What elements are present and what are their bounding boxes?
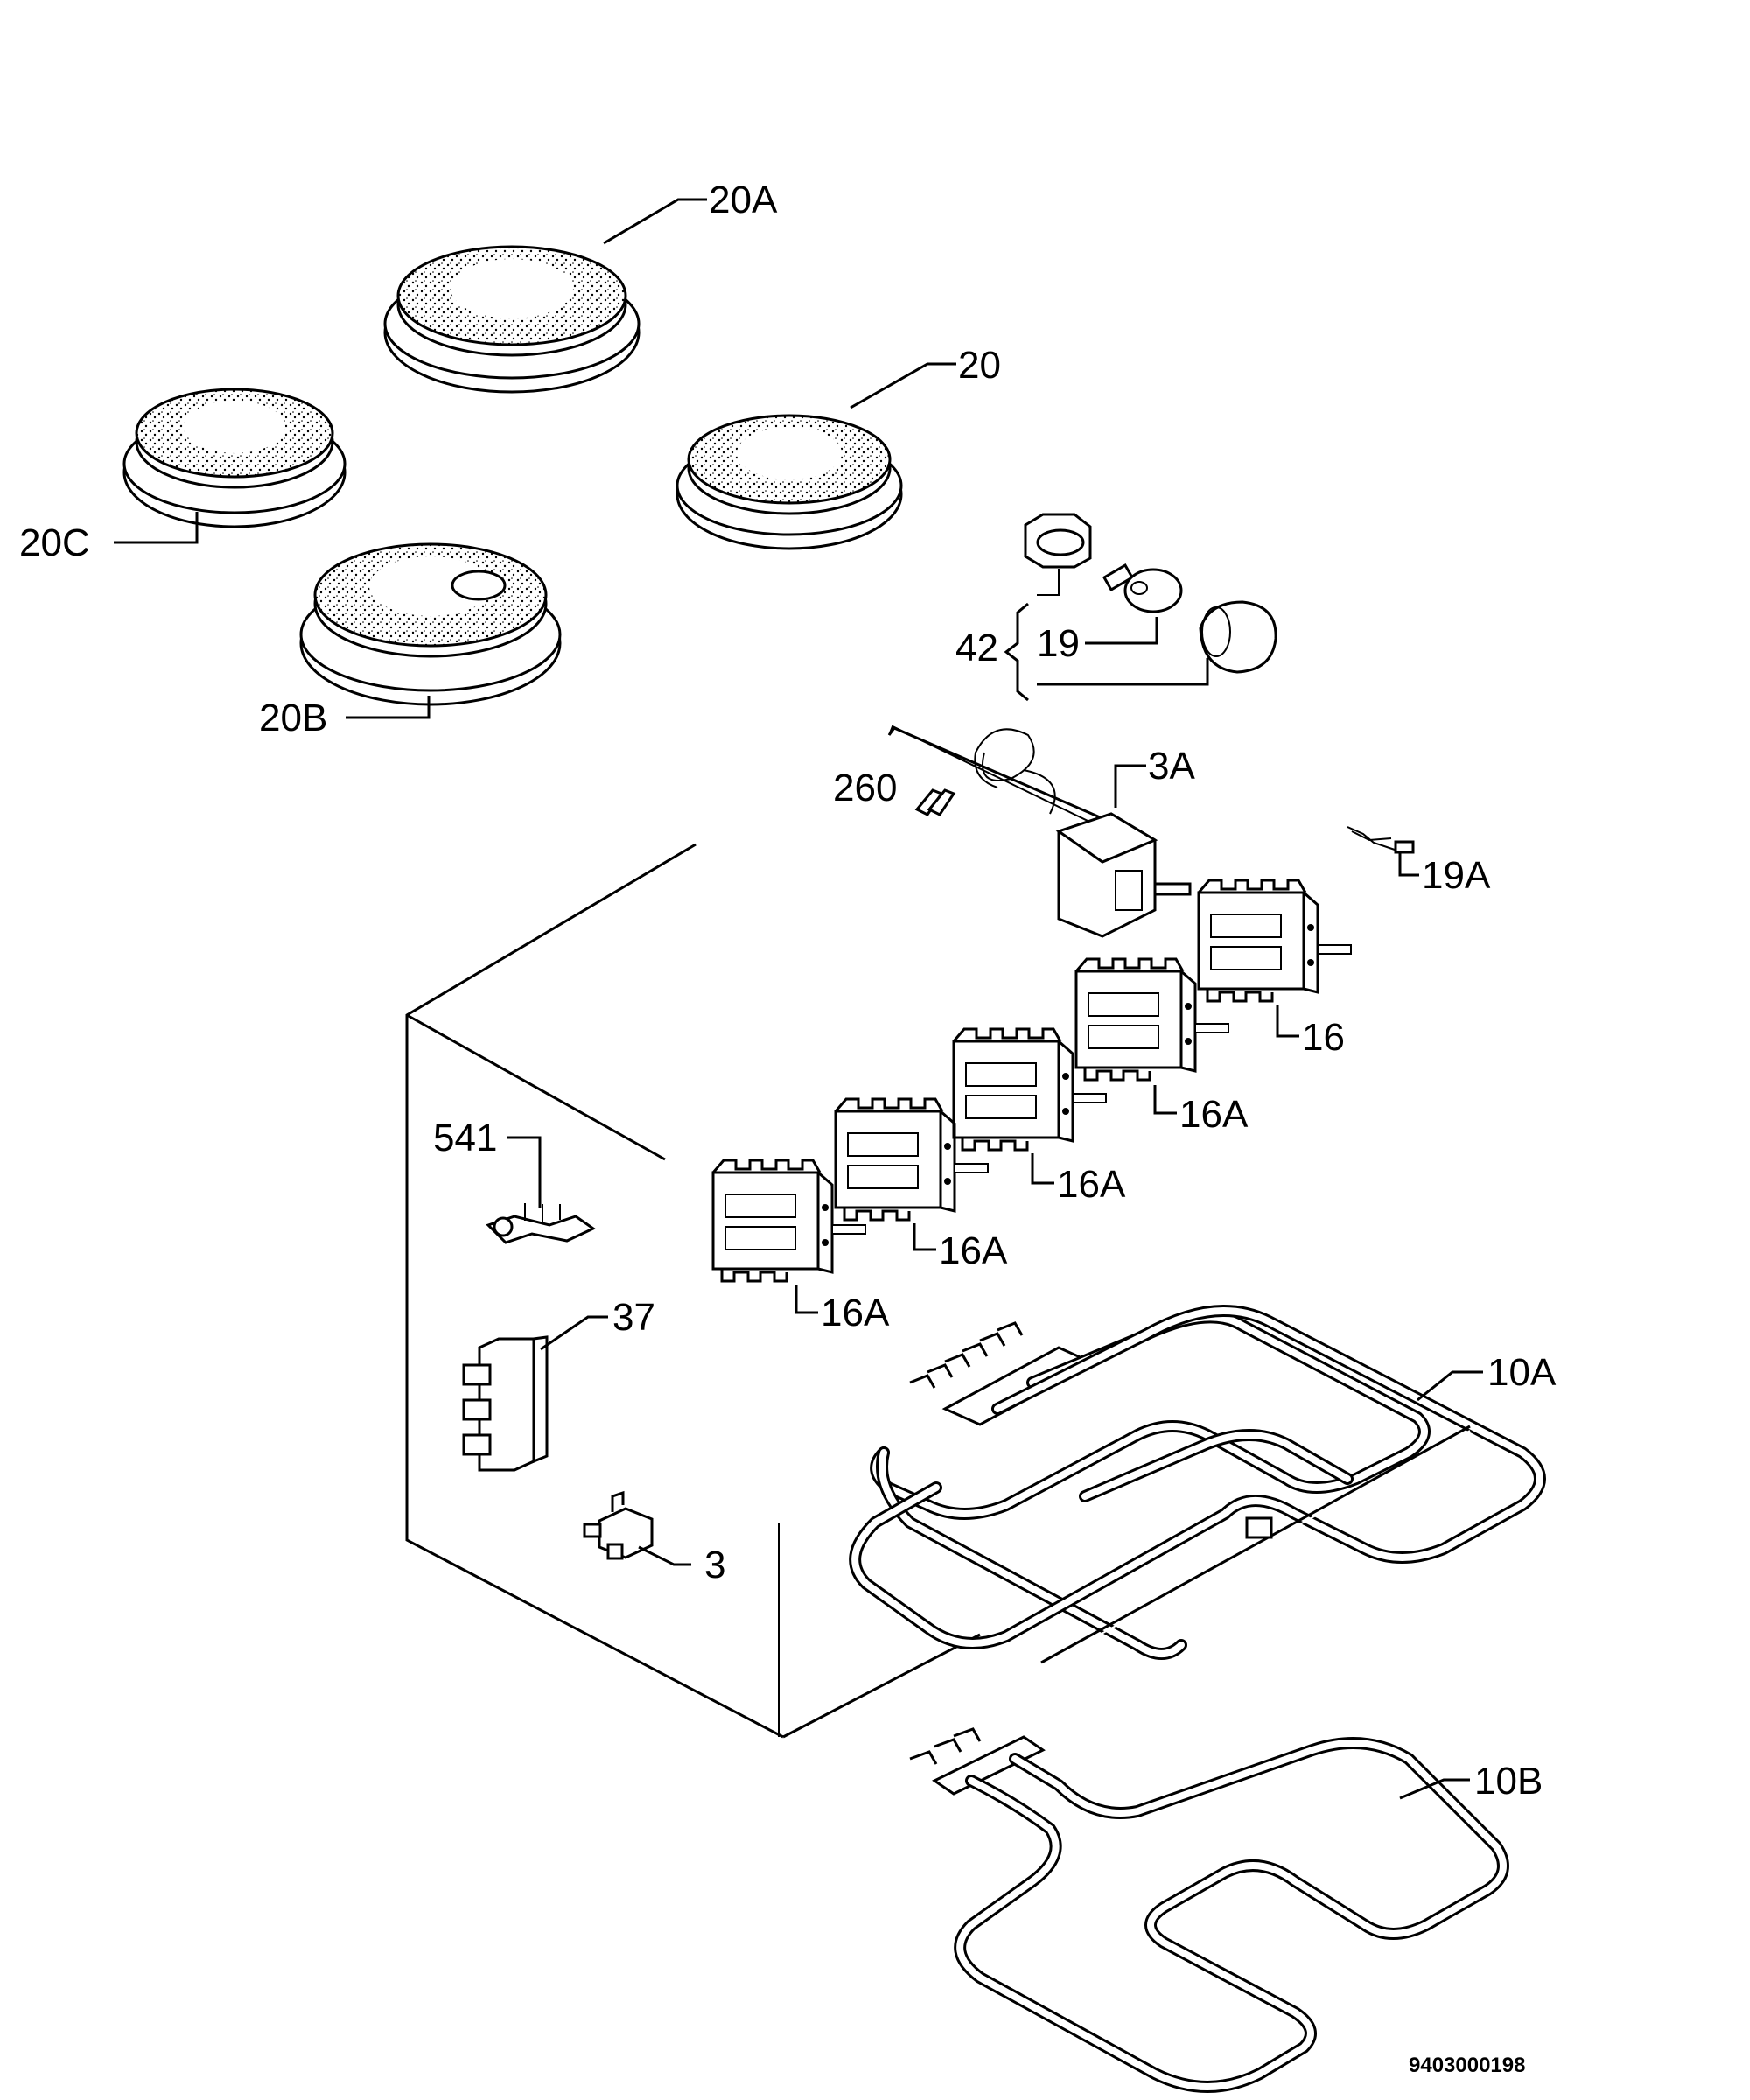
label-16a-4: 16A — [821, 1292, 890, 1334]
label-16a-1: 16A — [1180, 1093, 1249, 1136]
label-19a: 19A — [1422, 854, 1491, 897]
label-16: 16 — [1302, 1016, 1345, 1059]
switch-3 — [583, 1490, 654, 1560]
label-3a: 3A — [1148, 745, 1195, 788]
label-260: 260 — [833, 766, 897, 809]
reference-number: 9403000198 — [1409, 2054, 1525, 2077]
label-541: 541 — [433, 1116, 497, 1159]
switch-16 — [1197, 878, 1353, 1003]
label-16a-2: 16A — [1057, 1163, 1126, 1206]
hotplate-20a — [383, 245, 640, 394]
clip-260 — [914, 788, 956, 816]
hotplate-20c — [122, 388, 346, 528]
lamp-holder — [1024, 513, 1092, 569]
lamp-bulb — [1102, 563, 1183, 613]
lamp-cover — [1199, 600, 1278, 674]
label-20a: 20A — [709, 178, 778, 221]
label-10b: 10B — [1474, 1760, 1543, 1802]
heating-element-10a — [849, 1305, 1546, 1668]
label-20c: 20C — [19, 522, 90, 564]
label-10a: 10A — [1488, 1351, 1557, 1394]
thermostat-3a — [887, 724, 1192, 938]
heating-element-10b — [909, 1727, 1509, 2093]
hotplate-20b — [299, 542, 562, 706]
oven-body — [405, 843, 981, 1739]
label-37: 37 — [612, 1296, 655, 1339]
terminal-block-37 — [462, 1335, 549, 1472]
fuse-541 — [486, 1203, 596, 1244]
label-16a-3: 16A — [939, 1229, 1008, 1272]
lamp-19a — [1347, 826, 1415, 854]
label-3: 3 — [704, 1544, 725, 1586]
label-20b: 20B — [259, 696, 327, 739]
label-20: 20 — [958, 344, 1001, 387]
hotplate-20 — [676, 414, 903, 550]
label-19: 19 — [1037, 622, 1080, 665]
leader-lines — [114, 198, 1483, 1800]
label-42: 42 — [956, 626, 998, 669]
